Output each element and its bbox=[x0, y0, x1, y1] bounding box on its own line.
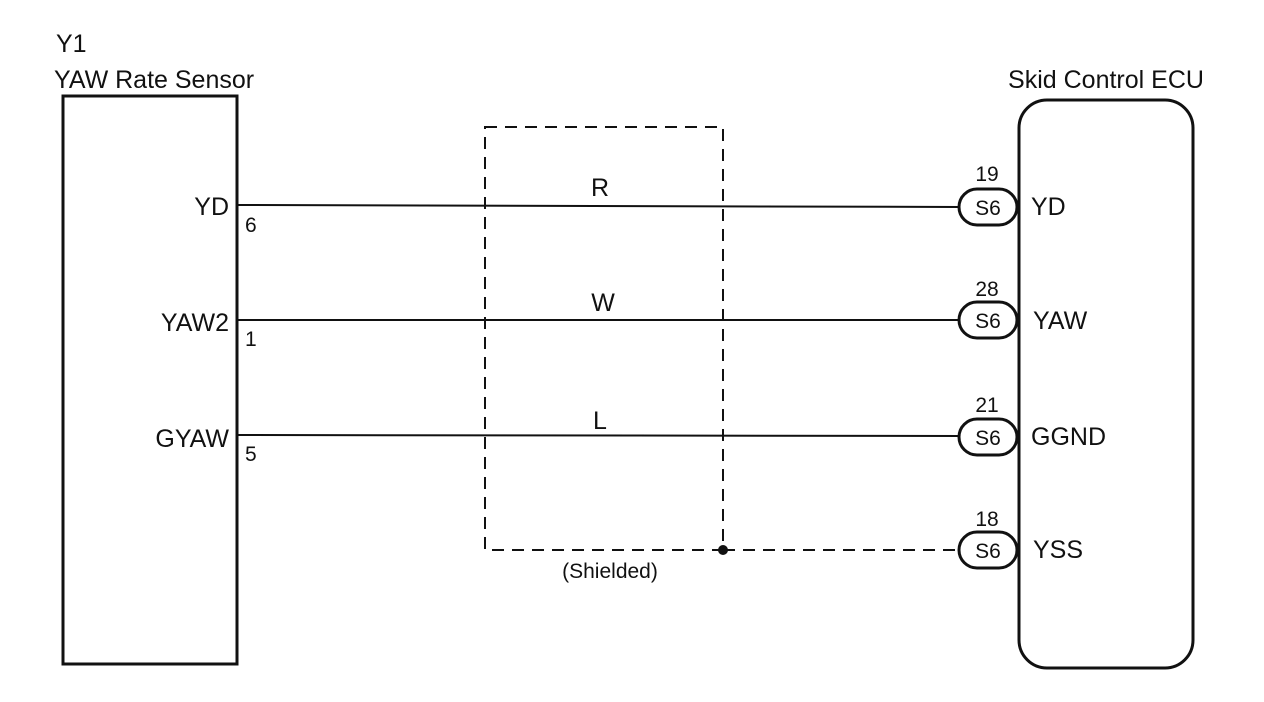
wire-color-label: W bbox=[591, 289, 615, 317]
sensor-pin-signal: YD bbox=[194, 193, 229, 221]
sensor-pin-number: 6 bbox=[245, 214, 257, 237]
wire-color-label: R bbox=[591, 174, 609, 202]
connector-code: S6 bbox=[975, 197, 1001, 220]
sensor-pin-number: 5 bbox=[245, 443, 257, 466]
wire-color-label: L bbox=[593, 407, 607, 435]
wire-ggnd bbox=[236, 434, 961, 437]
shield-enclosure bbox=[484, 126, 724, 551]
sensor-box bbox=[61, 94, 239, 666]
ecu-pin-number: 19 bbox=[975, 163, 998, 186]
connector-code: S6 bbox=[975, 540, 1001, 563]
sensor-id: Y1 bbox=[56, 30, 87, 58]
ecu-signal: YSS bbox=[1033, 536, 1083, 564]
ecu-pin-number: 18 bbox=[975, 508, 998, 531]
sensor-name: YAW Rate Sensor bbox=[54, 66, 254, 94]
splice-point bbox=[718, 545, 728, 555]
connector-pill bbox=[957, 300, 1019, 340]
ecu-pin-number: 28 bbox=[975, 278, 998, 301]
connector-code: S6 bbox=[975, 310, 1001, 333]
wire-yd bbox=[236, 204, 961, 208]
ecu-signal: YD bbox=[1031, 193, 1066, 221]
sensor-pin-signal: YAW2 bbox=[161, 309, 229, 337]
ecu-pin-number: 21 bbox=[975, 394, 998, 417]
ecu-name: Skid Control ECU bbox=[1008, 66, 1204, 94]
sensor-pin-number: 1 bbox=[245, 328, 257, 351]
shield-label: (Shielded) bbox=[562, 560, 658, 583]
ecu-signal: GGND bbox=[1031, 423, 1106, 451]
connector-pill bbox=[957, 187, 1019, 227]
connector-pill bbox=[957, 530, 1019, 570]
ecu-signal: YAW bbox=[1033, 307, 1088, 335]
connector-pill bbox=[957, 417, 1019, 457]
sensor-pin-signal: GYAW bbox=[155, 425, 229, 453]
connector-code: S6 bbox=[975, 427, 1001, 450]
ecu-box bbox=[1017, 98, 1195, 670]
